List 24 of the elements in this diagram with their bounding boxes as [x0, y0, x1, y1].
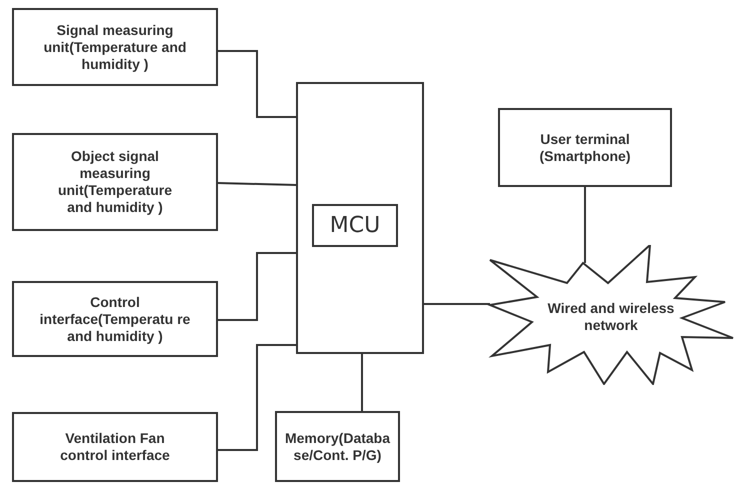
- box-label: MCU: [330, 212, 380, 238]
- connector-line: [424, 303, 490, 305]
- box-label: Ventilation Fan control interface: [59, 430, 171, 464]
- process-box: [12, 281, 218, 357]
- connector-line: [584, 187, 586, 263]
- network-starburst: [487, 245, 735, 385]
- label-box: [312, 204, 398, 247]
- process-box: [12, 412, 218, 482]
- process-box: [12, 133, 218, 231]
- box-label: User terminal (Smartphone): [538, 130, 632, 164]
- process-box: [12, 8, 218, 86]
- connector-line: [218, 182, 296, 186]
- box-label: Memory(Databa se/Cont. P/G): [284, 430, 392, 464]
- connector-line: [361, 354, 363, 411]
- box-label: Control interface(Temperatu re and humidity ): [38, 294, 192, 344]
- connector-line: [218, 50, 296, 118]
- connector-line: [218, 252, 296, 321]
- box-label: Object signal measuring unit(Temperature and humidity ): [56, 148, 174, 216]
- box-label: Signal measuring unit(Temperature and humidity ): [42, 22, 188, 72]
- process-box: [275, 411, 400, 482]
- connector-line: [218, 344, 296, 451]
- block-box: [296, 82, 424, 354]
- process-box: [498, 108, 672, 187]
- box-label: Wired and wireless network: [546, 300, 676, 334]
